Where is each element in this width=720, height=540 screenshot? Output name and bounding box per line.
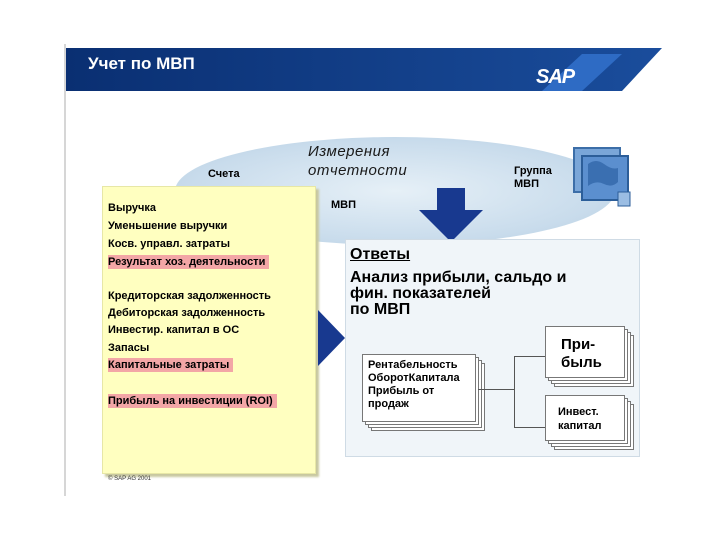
down-arrow-icon [419,188,483,242]
list-item: Дебиторская задолженность [108,307,266,319]
report-items-panel [102,186,316,474]
profit-stack-sheet [545,326,625,378]
mvp-label: МВП [331,199,357,211]
list-item: Инвестир. капитал в ОС [108,324,240,336]
world-map-icon [573,147,631,207]
list-item-highlighted: Прибыль на инвестиции (ROI) [108,394,277,408]
answers-title: Ответы [350,246,411,263]
right-arrow-icon [318,310,345,366]
answers-subtitle: Анализ прибыли, сальдо и фин. показателе… [350,269,567,318]
connector-line [478,389,514,390]
list-item: Выручка [108,202,157,214]
kpi-stack-sheet [362,354,476,422]
accounts-label: Счета [208,168,240,180]
header-bar [66,48,662,91]
group-label: Группа МВП [514,165,552,190]
sap-logo: SAP [536,66,575,88]
connector-line [514,427,547,428]
list-item: Запасы [108,342,150,354]
kpi-list: Рентабельность ОборотКапитала Прибыль от… [368,359,460,411]
list-item: Уменьшение выручки [108,220,228,232]
list-item-highlighted: Результат хоз. деятельности [108,255,270,269]
copyright-text: © SAP AG 2001 [108,476,152,482]
dimensions-title: Измерения отчетности [308,143,408,179]
slide-title: Учет по МВП [88,54,195,73]
list-item-highlighted: Капитальные затраты [108,358,234,372]
invest-label: Инвест. капитал [558,406,602,432]
connector-line [514,356,547,357]
profit-label: При- быль [561,336,602,371]
kpi-item: продаж [368,398,409,410]
kpi-item: ОборотКапитала [368,372,460,384]
kpi-item: Рентабельность [368,359,458,371]
invest-stack-sheet [545,395,625,441]
list-item: Кредиторская задолженность [108,290,271,302]
connector-line [514,356,515,428]
kpi-item: Прибыль от [368,385,435,397]
list-item: Косв. управл. затраты [108,238,231,250]
